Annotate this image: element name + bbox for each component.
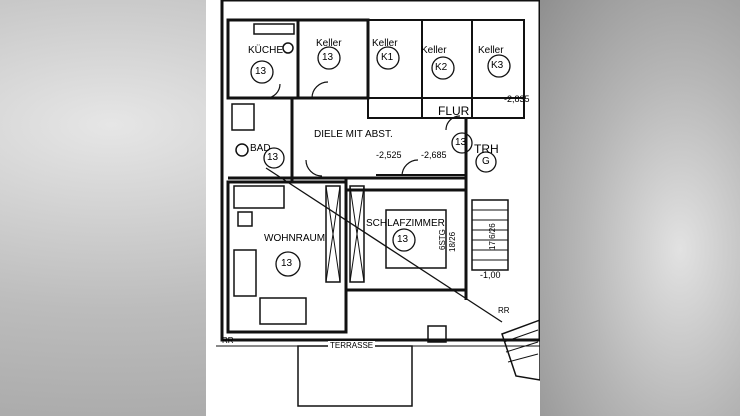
room-label-keller-2: Keller: [372, 38, 398, 49]
room-number-trh: G: [482, 156, 490, 167]
floor-plan: KÜCHE 13 Keller 13 Keller K1 Keller K2 K…: [206, 0, 540, 416]
room-number-circles: [250, 46, 511, 277]
room-label-diele: DIELE MIT ABST.: [314, 129, 393, 140]
room-label-flur: FLUR: [438, 104, 470, 118]
level-marker-3: -2,835: [504, 94, 530, 104]
room-label-schlafzimmer: SCHLAFZIMMER: [366, 218, 445, 229]
labels-layer: KÜCHE 13 Keller 13 Keller K1 Keller K2 K…: [206, 0, 540, 416]
room-label-trh: TRH: [474, 142, 499, 156]
room-number-kueche: 13: [255, 66, 267, 77]
level-marker-1: -2,525: [376, 150, 402, 160]
room-label-bad: BAD: [250, 143, 271, 154]
room-number-bad: 13: [267, 152, 279, 163]
room-number-keller-1: 13: [322, 52, 334, 63]
room-label-keller-3: Keller: [421, 45, 447, 56]
room-number-diele: 13: [455, 137, 467, 148]
room-number-keller-2: K1: [381, 52, 394, 63]
room-number-keller-4: K3: [491, 60, 504, 71]
walls: [216, 0, 540, 407]
room-number-wohnraum: 13: [281, 258, 293, 269]
level-marker-4: -1,00: [480, 270, 501, 280]
mark-rr-right: RR: [498, 306, 510, 315]
room-label-kueche: KÜCHE: [248, 45, 284, 56]
stair-rise-label-1: 18/26: [448, 231, 457, 252]
stair-rise-label-2: 17,6/26: [488, 223, 497, 250]
room-number-keller-3: K2: [435, 62, 448, 73]
mark-rr-bottom-left: RR: [222, 336, 234, 345]
room-label-keller-4: Keller: [478, 45, 504, 56]
room-label-wohnraum: WOHNRAUM: [264, 233, 326, 244]
floor-plan-drawing: [216, 0, 540, 407]
level-marker-2: -2,685: [421, 150, 447, 160]
blurred-background-right: [540, 0, 740, 416]
room-label-terrasse: TERRASSE: [328, 341, 376, 350]
section-line: [265, 167, 503, 323]
stair-steps-label: 6STG: [438, 229, 447, 250]
room-label-keller-1: Keller: [316, 38, 342, 49]
room-number-schlafzimmer: 13: [397, 234, 409, 245]
